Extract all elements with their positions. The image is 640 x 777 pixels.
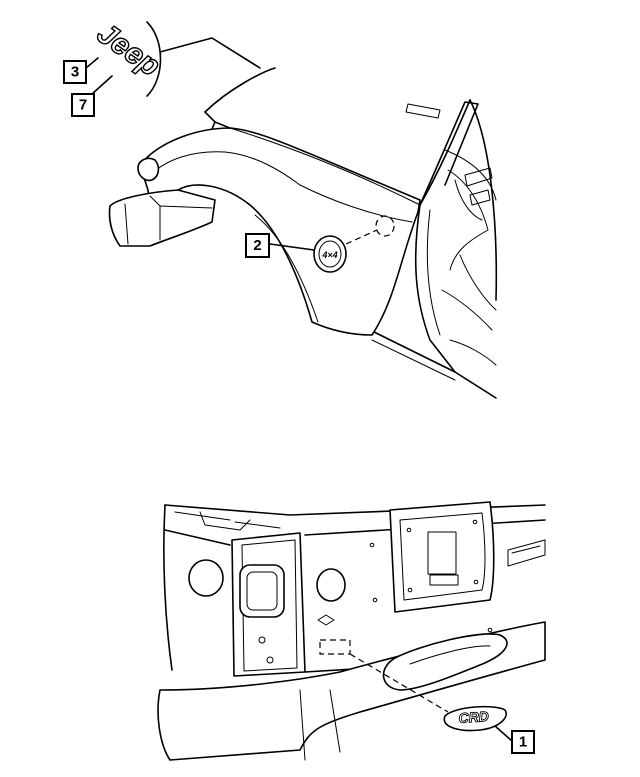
callout-3-label: 3 bbox=[71, 64, 79, 81]
callout-2: 2 bbox=[245, 233, 270, 258]
front-fender-illustration: 4×4 bbox=[108, 21, 498, 399]
callout-7-label: 7 bbox=[79, 97, 87, 114]
jeep-nameplate-text: Jeep bbox=[91, 17, 166, 83]
jeep-nameplate-emblem: Jeep bbox=[90, 16, 166, 84]
rear-body-illustration bbox=[157, 501, 546, 761]
callout-3: 3 bbox=[63, 57, 99, 84]
crd-badge-text: CRD bbox=[458, 708, 489, 726]
callout-1-label: 1 bbox=[519, 734, 527, 751]
callout-1: 1 bbox=[511, 730, 535, 754]
callout-2-label: 2 bbox=[253, 237, 261, 254]
svg-text:4×4: 4×4 bbox=[321, 250, 337, 260]
callout-7: 7 bbox=[71, 75, 113, 117]
crd-badge-emblem: CRD bbox=[443, 705, 513, 742]
